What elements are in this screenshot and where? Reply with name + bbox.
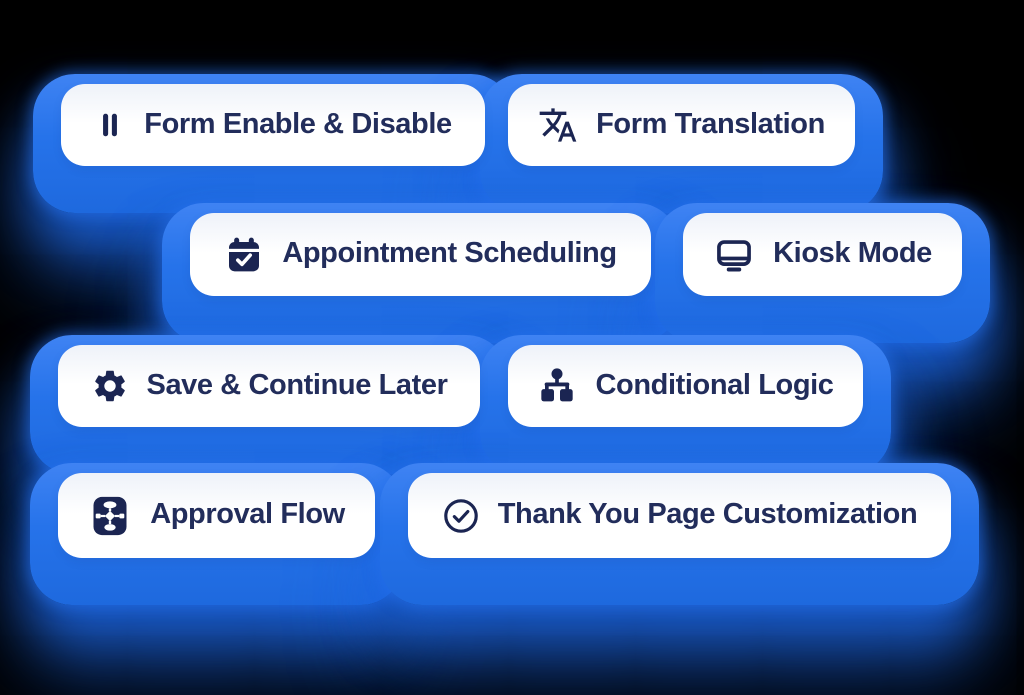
feature-badge-thank-you-page-customization: Thank You Page Customization	[408, 473, 951, 558]
feature-badge-form-translation: Form Translation	[508, 84, 855, 166]
pause-icon	[103, 113, 118, 137]
feature-badge-kiosk-mode: Kiosk Mode	[683, 213, 962, 296]
feature-label: Appointment Scheduling	[282, 237, 617, 269]
feature-badge-appointment-scheduling: Appointment Scheduling	[190, 213, 651, 296]
feature-label: Thank You Page Customization	[497, 498, 918, 530]
translate-icon	[539, 108, 577, 142]
feature-badge-form-enable-disable: Form Enable & Disable	[61, 84, 485, 166]
feature-badge-approval-flow: Approval Flow	[58, 473, 375, 558]
hierarchy-icon	[541, 368, 574, 402]
feature-badge-conditional-logic: Conditional Logic	[508, 345, 863, 427]
feature-label: Kiosk Mode	[773, 237, 932, 269]
feature-label: Form Translation	[596, 107, 825, 140]
approval-workflow-icon	[93, 496, 127, 535]
calendar-check-icon	[229, 237, 260, 271]
feature-badge-save-continue-later: Save & Continue Later	[58, 345, 480, 427]
feature-label: Form Enable & Disable	[144, 107, 452, 140]
feature-label: Conditional Logic	[595, 368, 834, 401]
feature-label: Save & Continue Later	[146, 368, 448, 401]
gear-icon	[94, 370, 125, 402]
feature-label: Approval Flow	[150, 498, 345, 530]
check-circle-icon	[443, 498, 478, 533]
kiosk-monitor-icon	[717, 239, 752, 272]
